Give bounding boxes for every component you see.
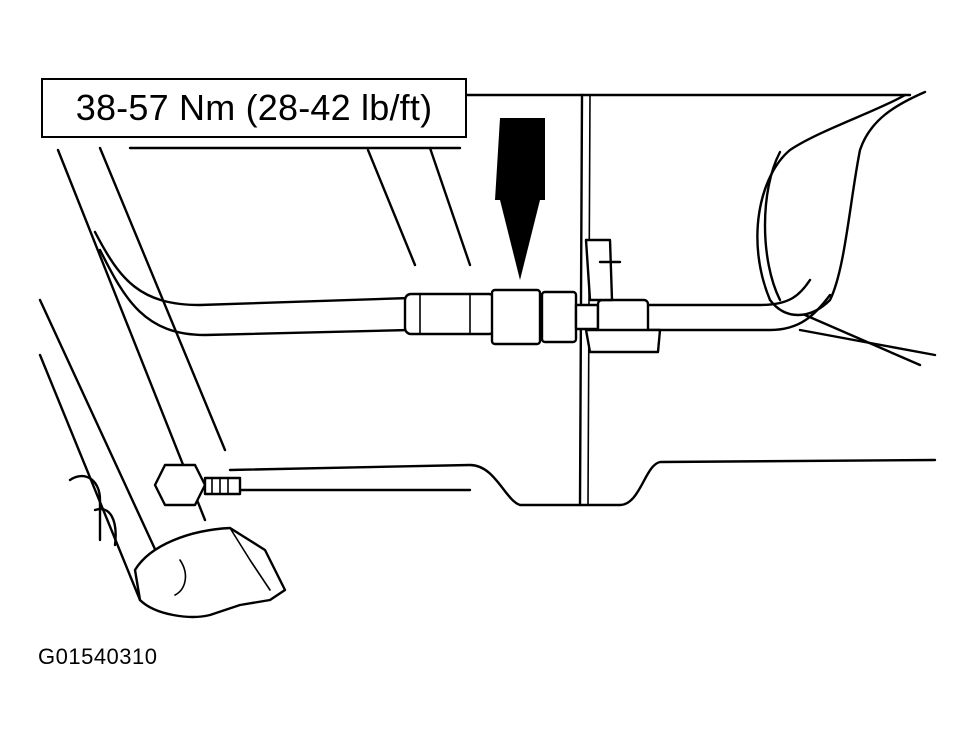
torque-spec-text: 38-57 Nm (28-42 lb/ft) [75, 87, 433, 128]
body-seam [578, 93, 591, 507]
down-arrow-icon [495, 118, 545, 280]
fuel-tank [756, 90, 937, 367]
figure-id: G01540310 [38, 644, 158, 669]
fuel-line [93, 230, 832, 346]
lower-component [68, 474, 287, 619]
torque-spec-callout: 38-57 Nm (28-42 lb/ft) [41, 78, 467, 138]
frame-rail [38, 93, 912, 602]
mounting-bolt [153, 463, 242, 507]
lower-body [228, 458, 937, 507]
line-bracket [584, 238, 662, 354]
